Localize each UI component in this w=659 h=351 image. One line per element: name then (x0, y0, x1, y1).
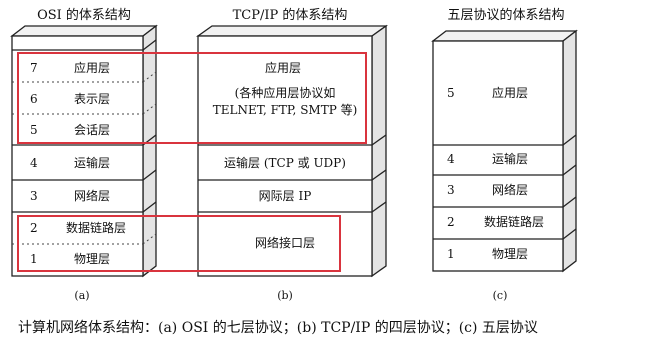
osi-layer-7-num: 7 (30, 61, 38, 75)
tcpip-subfigure-label: (b) (277, 289, 293, 302)
five-layer-2-name: 数据链路层 (483, 215, 545, 229)
five-layer-2-num: 2 (447, 215, 455, 229)
osi-layer-3-num: 3 (30, 189, 38, 203)
five-layer-3-name: 网络层 (491, 183, 529, 197)
tcpip-network-interface-layer: 网络接口层 (254, 236, 316, 250)
tcpip-title: TCP/IP 的体系结构 (232, 8, 348, 23)
five-layer-5-num: 5 (447, 86, 455, 100)
highlight-application-group (17, 52, 367, 144)
osi-dashed-separators (12, 71, 157, 245)
tcpip-application-layer: 应用层 (264, 61, 302, 75)
osi-layer-4-num: 4 (30, 156, 38, 170)
five-layer-5-name: 应用层 (491, 86, 529, 100)
five-layer-4-name: 运输层 (491, 152, 529, 166)
osi-stack-box (10, 24, 158, 278)
five-layer-title: 五层协议的体系结构 (447, 8, 565, 23)
osi-subfigure-label: (a) (74, 289, 90, 302)
osi-layer-2-name: 数据链路层 (65, 221, 127, 235)
tcpip-stack-box (195, 24, 389, 278)
five-layer-4-num: 4 (447, 152, 455, 166)
osi-layer-6-name: 表示层 (73, 92, 111, 106)
five-layer-1-num: 1 (447, 247, 455, 261)
osi-layer-4-name: 运输层 (73, 156, 111, 170)
osi-layer-5-num: 5 (30, 123, 38, 137)
osi-layer-7-name: 应用层 (73, 61, 111, 75)
osi-layer-1-num: 1 (30, 252, 38, 266)
five-layer-1-name: 物理层 (491, 247, 529, 261)
five-layer-stack-box (431, 29, 578, 273)
osi-layer-5-name: 会话层 (73, 123, 111, 137)
osi-layer-3-name: 网络层 (73, 189, 111, 203)
five-layer-3-num: 3 (447, 183, 455, 197)
highlight-network-interface-group (17, 215, 341, 272)
osi-layer-1-name: 物理层 (73, 252, 111, 266)
five-layer-subfigure-label: (c) (492, 289, 508, 302)
tcpip-internet-layer: 网际层 IP (258, 189, 312, 203)
figure-caption: 计算机网络体系结构：(a) OSI 的七层协议；(b) TCP/IP 的四层协议… (18, 320, 538, 336)
osi-layer-2-num: 2 (30, 221, 38, 235)
tcpip-transport-layer: 运输层 (TCP 或 UDP) (224, 156, 346, 170)
tcpip-application-protocols: (各种应用层协议如 TELNET, FTP, SMTP 等) (212, 86, 358, 117)
osi-title: OSI 的体系结构 (37, 8, 131, 23)
osi-layer-6-num: 6 (30, 92, 38, 106)
